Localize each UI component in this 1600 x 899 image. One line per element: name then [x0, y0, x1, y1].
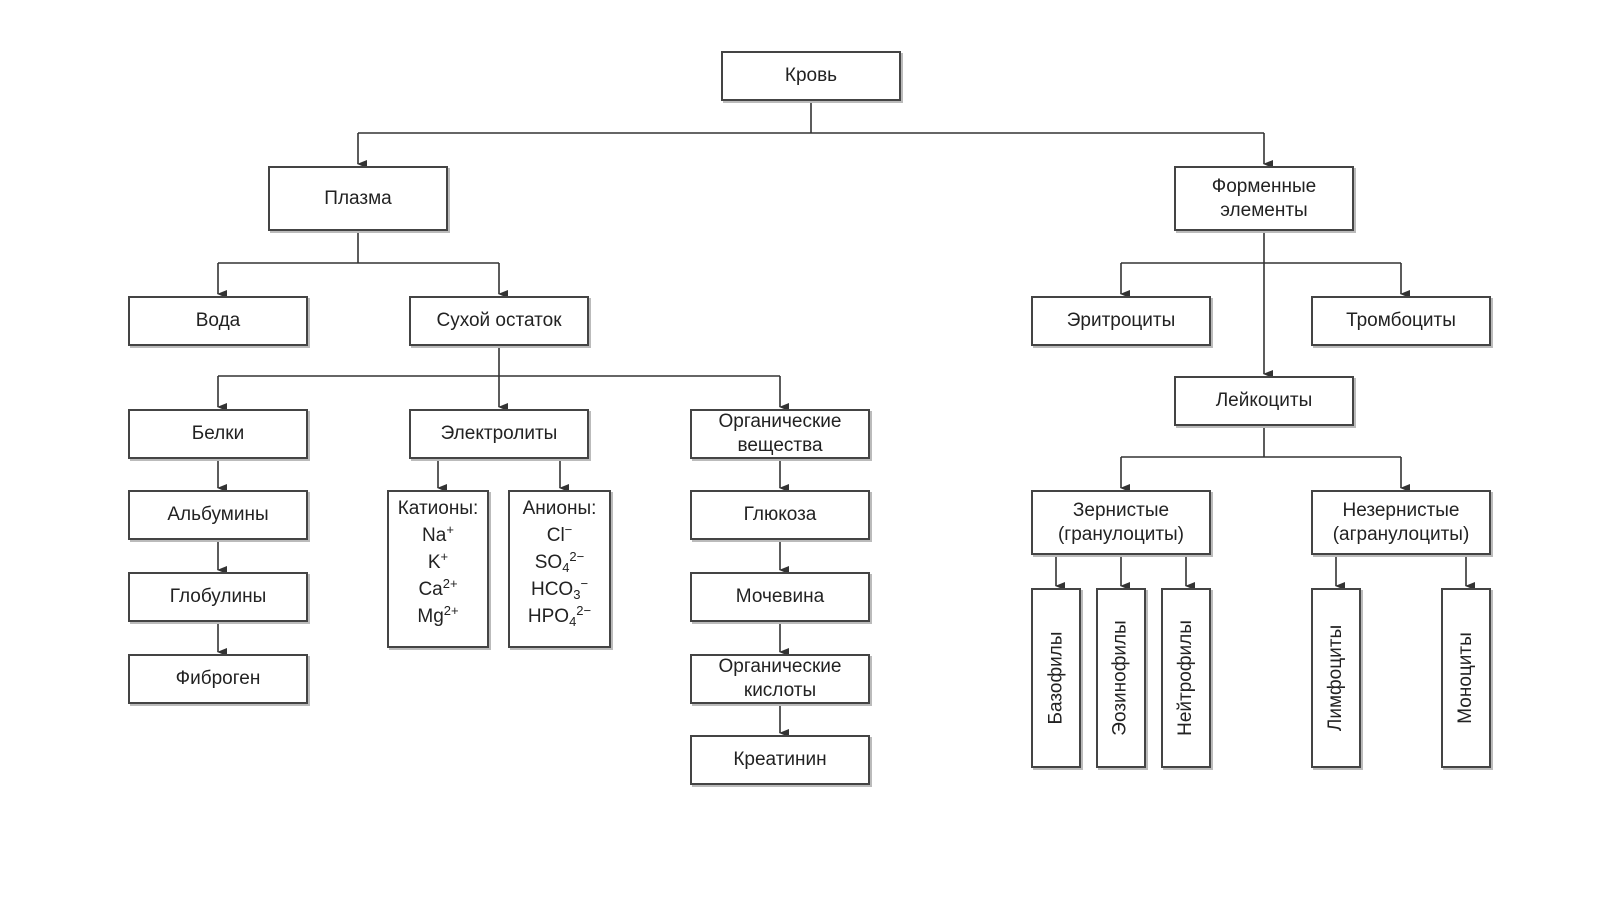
node-urea-label: Мочевина	[735, 586, 825, 607]
node-glucose: Глюкоза	[690, 490, 870, 540]
node-formed-elements: Форменные элементы	[1174, 166, 1354, 231]
node-creatinine: Креатинин	[690, 735, 870, 785]
node-creatinine-label: Креатинин	[733, 749, 827, 770]
node-basophils-label: Базофилы	[1045, 631, 1067, 725]
node-monocytes: Моноциты	[1441, 588, 1491, 768]
node-platelets-label: Тромбоциты	[1346, 310, 1456, 331]
node-globulins-label: Глобулины	[169, 586, 267, 607]
node-urea: Мочевина	[690, 572, 870, 622]
node-leukocytes-label: Лейкоциты	[1215, 390, 1313, 411]
node-water: Вода	[128, 296, 308, 346]
node-agranulocytes: Незернистые (агранулоциты)	[1311, 490, 1491, 555]
node-erythrocytes: Эритроциты	[1031, 296, 1211, 346]
node-electrolytes: Электролиты	[409, 409, 589, 459]
node-organic-substances: Органические вещества	[690, 409, 870, 459]
node-plasma: Плазма	[268, 166, 448, 231]
cation-formula: Ca2+	[418, 576, 458, 600]
node-water-label: Вода	[195, 310, 241, 331]
node-blood-label: Кровь	[784, 65, 838, 86]
node-formed-elements-label: Форменные элементы	[1211, 175, 1317, 221]
node-electrolytes-label: Электролиты	[440, 423, 558, 444]
node-basophils: Базофилы	[1031, 588, 1081, 768]
node-anions: Анионы: Cl− SO42− HCO3− HPO42−	[508, 490, 611, 648]
node-granulocytes: Зернистые (гранулоциты)	[1031, 490, 1211, 555]
cation-formula: K+	[427, 549, 449, 573]
node-glucose-label: Глюкоза	[743, 504, 817, 525]
node-organic-acids: Органические кислоты	[690, 654, 870, 704]
node-agranulocytes-label: Незернистые (агранулоциты)	[1332, 499, 1470, 545]
node-neutrophils-label: Нейтрофилы	[1175, 620, 1197, 736]
node-albumins: Альбумины	[128, 490, 308, 540]
anion-formula: SO42−	[534, 549, 585, 575]
node-fibrogen: Фиброген	[128, 654, 308, 704]
cations-title: Катионы:	[397, 498, 479, 519]
node-neutrophils: Нейтрофилы	[1161, 588, 1211, 768]
node-blood: Кровь	[721, 51, 901, 101]
node-platelets: Тромбоциты	[1311, 296, 1491, 346]
node-erythrocytes-label: Эритроциты	[1066, 310, 1176, 331]
node-lymphocytes-label: Лимфоциты	[1325, 624, 1347, 732]
node-dry-residue-label: Сухой остаток	[436, 310, 562, 331]
cation-formula: Mg2+	[417, 603, 459, 627]
node-lymphocytes: Лимфоциты	[1311, 588, 1361, 768]
node-eosinophils-label: Эозинофилы	[1110, 620, 1132, 736]
anion-formula: HPO42−	[527, 603, 592, 629]
node-fibrogen-label: Фиброген	[175, 668, 261, 689]
node-globulins: Глобулины	[128, 572, 308, 622]
node-organic-substances-label: Органические вещества	[718, 411, 842, 456]
anion-formula: HCO3−	[530, 576, 589, 602]
node-albumins-label: Альбумины	[167, 504, 269, 525]
anions-title: Анионы:	[522, 498, 597, 519]
node-leukocytes: Лейкоциты	[1174, 376, 1354, 426]
anion-formula: Cl−	[546, 522, 573, 546]
node-cations: Катионы: Na+ K+ Ca2+ Mg2+	[387, 490, 489, 648]
node-monocytes-label: Моноциты	[1455, 632, 1476, 724]
node-organic-acids-label: Органические кислоты	[718, 656, 842, 701]
node-plasma-label: Плазма	[324, 187, 392, 209]
node-dry-residue: Сухой остаток	[409, 296, 589, 346]
node-granulocytes-label: Зернистые (гранулоциты)	[1057, 499, 1184, 545]
node-proteins-label: Белки	[191, 423, 245, 444]
node-proteins: Белки	[128, 409, 308, 459]
cation-formula: Na+	[422, 522, 454, 546]
node-eosinophils: Эозинофилы	[1096, 588, 1146, 768]
